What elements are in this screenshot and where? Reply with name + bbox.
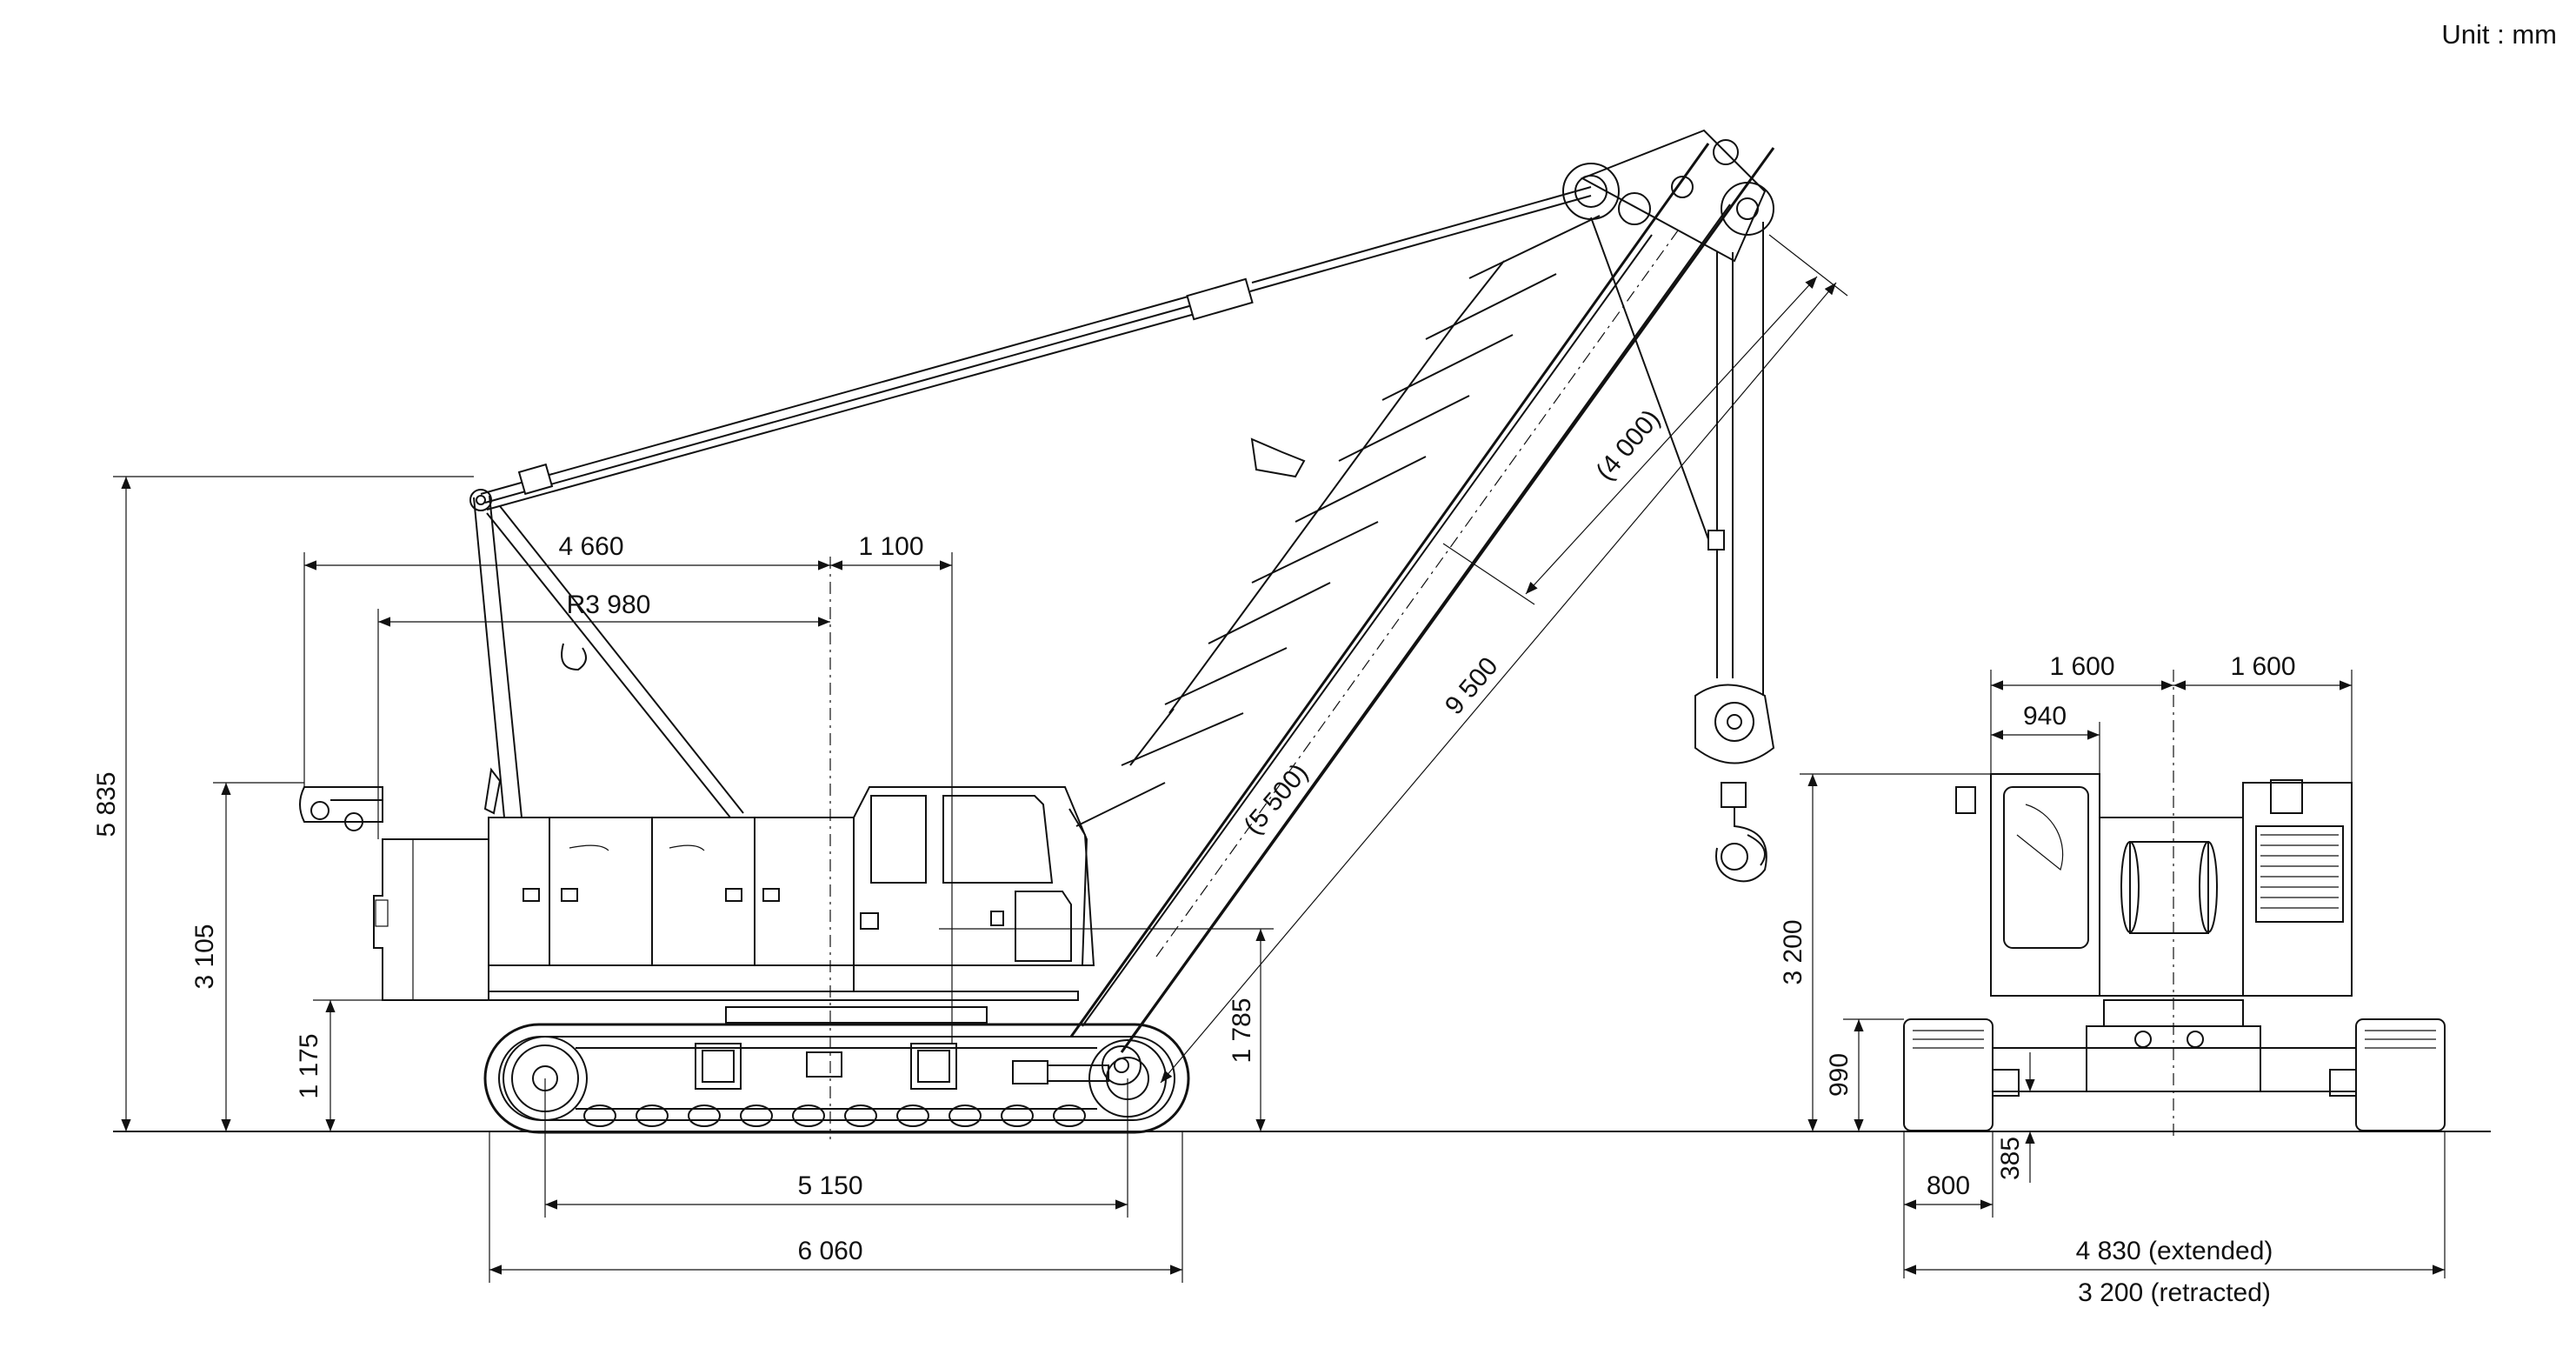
dim-width-retracted: 3 200 (retracted) [2078, 1278, 2271, 1307]
rear-bridle [299, 786, 383, 831]
slewing-ring [725, 1006, 988, 1024]
dim-boom-top-section: (4 000) [1590, 404, 1666, 486]
dim-ground-clearance: 385 [1996, 1137, 2025, 1180]
dim-center-to-boom-foot: 1 100 [858, 532, 923, 561]
front-cab [1990, 773, 2100, 997]
dim-boom-length: 9 500 [1440, 652, 1504, 721]
right-track [2355, 1018, 2446, 1131]
dim-crawler-length: 6 060 [797, 1237, 862, 1265]
dim-tumbler-centers: 5 150 [797, 1171, 862, 1200]
dim-crawler-height: 990 [1825, 1053, 1854, 1097]
dim-tail-swing-radius: R3 980 [567, 591, 651, 619]
front-view: 1 600 1 600 940 3 200 990 385 800 [1779, 652, 2446, 1307]
front-dimensions: 1 600 1 600 940 3 200 990 385 800 [1779, 652, 2446, 1307]
dim-width-extended: 4 830 (extended) [2076, 1237, 2273, 1265]
dim-rear-radius: 4 660 [558, 532, 623, 561]
dim-half-width-left: 1 600 [2049, 652, 2114, 681]
dim-boom-pin-height: 1 785 [1228, 998, 1256, 1063]
side-view: 5 835 3 105 1 175 4 660 1 100 R3 980 [92, 129, 1848, 1283]
crawler-track [483, 1023, 1190, 1134]
dim-boom-foot-height: 3 105 [190, 924, 219, 989]
hook-block [1590, 217, 1775, 883]
pendant-lines [480, 186, 1592, 510]
dim-cab-offset: 940 [2023, 702, 2067, 731]
upper-structure [373, 786, 1095, 1001]
dim-half-width-right: 1 600 [2230, 652, 2295, 681]
dim-overall-height: 3 200 [1779, 919, 1807, 984]
lattice-boom [1069, 129, 1775, 1085]
dim-track-shoe-width: 800 [1927, 1171, 1970, 1200]
unit-label: Unit : mm [2441, 19, 2557, 50]
dim-counterweight-clearance: 1 175 [295, 1033, 323, 1098]
dim-total-height: 5 835 [92, 771, 121, 837]
left-track [1903, 1018, 1994, 1131]
